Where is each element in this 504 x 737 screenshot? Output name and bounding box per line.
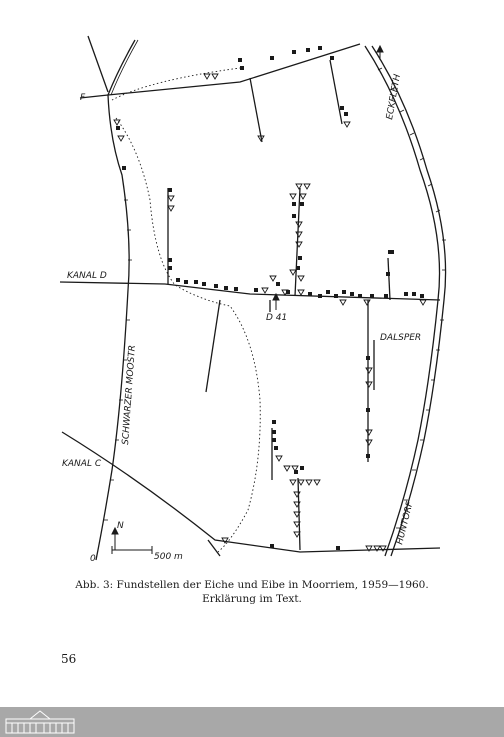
- label-d41: D 41: [266, 313, 287, 323]
- left-road-inner: [110, 39, 139, 96]
- kanal-c-line: [61, 431, 441, 553]
- label-scale-start: 0: [90, 554, 96, 564]
- page-number: 56: [61, 652, 77, 666]
- footer-bar: [0, 707, 504, 737]
- dotted-path-left: [115, 117, 261, 553]
- caption-line-1: Abb. 3: Fundstellen der Eiche und Eibe i…: [75, 579, 429, 591]
- label-dalsper: DALSPER: [380, 333, 421, 343]
- find-sites-map: ECKFLETH KANAL D KANAL C SCHWARZER MOOST…: [59, 35, 447, 564]
- label-north: N: [117, 521, 124, 531]
- right-canal-outer: [364, 45, 441, 557]
- library-building-logo: [5, 710, 75, 734]
- label-scale-end: 500 m: [154, 552, 183, 562]
- right-canal-inner: [371, 45, 447, 557]
- dotted-path-upper: [111, 67, 241, 101]
- top-road: [79, 43, 361, 99]
- figure-caption: Abb. 3: Fundstellen der Eiche und Eibe i…: [0, 578, 504, 606]
- left-road: [95, 39, 136, 561]
- caption-line-2: Erklärung im Text.: [202, 593, 302, 605]
- label-corner: F: [80, 93, 86, 103]
- label-kanal-d: KANAL D: [67, 271, 107, 281]
- label-kanal-c: KANAL C: [62, 459, 102, 469]
- top-upper-road: [87, 35, 109, 93]
- label-huntorf: HUNTORF: [395, 500, 416, 546]
- kanal-d-line: [59, 281, 441, 301]
